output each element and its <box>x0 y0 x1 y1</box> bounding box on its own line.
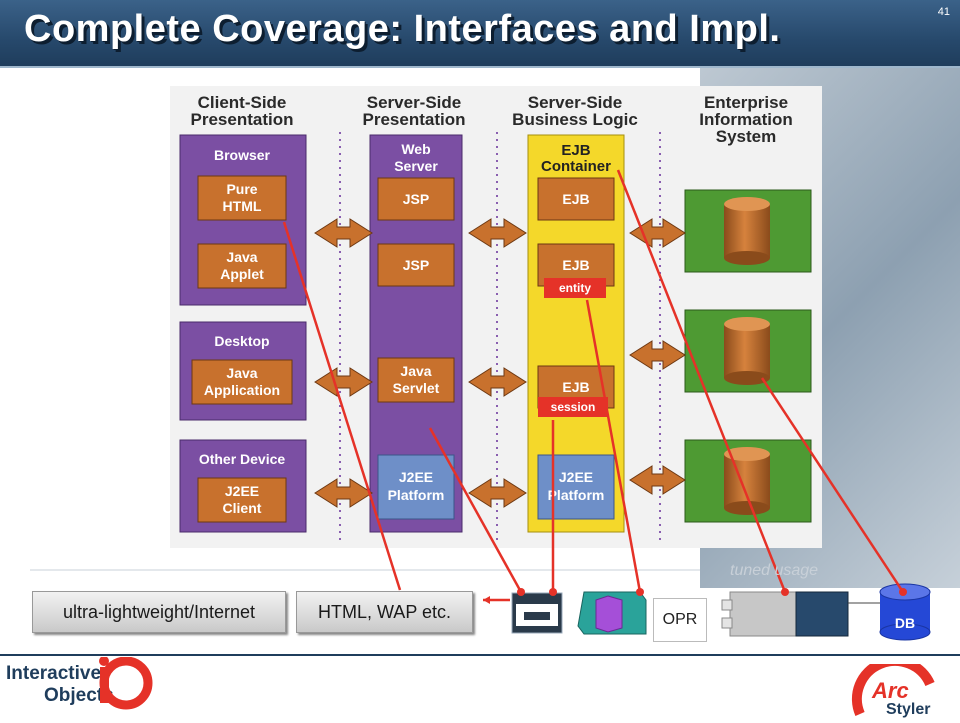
j2ee-client-box <box>197 477 287 523</box>
svg-text:Arc: Arc <box>871 678 909 703</box>
interactive-objects-logo: Interactive Objects <box>6 657 153 710</box>
arrow-head-left <box>483 596 490 604</box>
col-header-business-1: Server-Side <box>528 93 623 112</box>
col-header-server-1: Server-Side <box>367 93 462 112</box>
svg-text:Servlet: Servlet <box>393 380 440 396</box>
svg-text:J2EE: J2EE <box>225 483 259 499</box>
slide-number: 41 <box>937 6 950 18</box>
tuned-usage-label: tuned usage <box>730 562 819 579</box>
svg-text:EJB: EJB <box>562 379 589 395</box>
svg-text:Web: Web <box>401 141 430 157</box>
desktop-label: Desktop <box>214 333 269 349</box>
svg-text:EJB: EJB <box>561 142 590 159</box>
business-component-icon <box>577 591 647 635</box>
svg-text:Applet: Applet <box>220 266 264 282</box>
ultra-lightweight-internet-button[interactable]: ultra-lightweight/Internet <box>32 591 286 633</box>
col-header-eis-3: System <box>716 127 776 146</box>
title-bar <box>0 0 960 66</box>
svg-text:Platform: Platform <box>388 487 445 503</box>
slide-title: Complete Coverage: Interfaces and Impl. <box>24 8 781 50</box>
db-label: DB <box>895 615 915 631</box>
svg-text:JSP: JSP <box>403 257 429 273</box>
pure-html-box <box>197 175 287 221</box>
svg-text:Client: Client <box>223 500 262 516</box>
svg-text:Application: Application <box>204 382 280 398</box>
other-device-label: Other Device <box>199 451 286 467</box>
java-applet-box <box>197 243 287 289</box>
title-divider <box>0 66 960 68</box>
jsp-box-1 <box>377 177 455 221</box>
jsp-box-2 <box>377 243 455 287</box>
connector-arrows <box>314 218 686 508</box>
svg-text:J2EE: J2EE <box>559 469 593 485</box>
ui-component-icon <box>511 592 563 634</box>
col-header-eis-1: Enterprise <box>704 93 788 112</box>
svg-text:Java: Java <box>226 249 257 265</box>
eis-box-2 <box>684 309 812 393</box>
j2ee-platform-ejb-box <box>537 454 615 520</box>
svg-text:Java: Java <box>400 363 431 379</box>
j2ee-platform-server-box <box>377 454 455 520</box>
persistence-component-icon <box>721 591 880 637</box>
db-icon: DB <box>879 583 931 641</box>
mapping-dots <box>517 588 907 596</box>
java-application-box <box>191 359 293 405</box>
logo-left-line2: Objects <box>44 685 114 706</box>
footer-divider <box>0 654 960 656</box>
svg-text:HTML: HTML <box>223 198 262 214</box>
col-header-server-2: Presentation <box>363 110 466 129</box>
svg-text:Server: Server <box>394 158 438 174</box>
browser-label: Browser <box>214 147 271 163</box>
col-header-business-2: Business Logic <box>512 110 638 129</box>
ejb-box-1 <box>537 177 615 221</box>
mapping-lines <box>282 169 905 602</box>
svg-text:Java: Java <box>226 365 257 381</box>
opr-label: OPR <box>653 598 707 642</box>
java-servlet-box <box>377 357 455 403</box>
svg-text:Styler: Styler <box>886 701 930 718</box>
svg-text:EJB: EJB <box>562 191 589 207</box>
html-wap-button[interactable]: HTML, WAP etc. <box>296 591 473 633</box>
logo-left-line1: Interactive <box>6 663 102 684</box>
io-logo-icon <box>99 657 153 710</box>
svg-text:EJB: EJB <box>562 257 589 273</box>
svg-text:JSP: JSP <box>403 191 429 207</box>
entity-tag: entity <box>544 278 606 298</box>
session-tag: session <box>538 397 608 417</box>
svg-text:J2EE: J2EE <box>399 469 433 485</box>
arcstyler-logo: Arc Styler <box>850 655 950 723</box>
col-header-client-1: Client-Side <box>198 93 287 112</box>
arcstyler-logo-icon: Arc Styler <box>851 655 935 718</box>
col-header-client-2: Presentation <box>191 110 294 129</box>
eis-box-1 <box>684 189 812 273</box>
col-header-eis-2: Information <box>699 110 793 129</box>
eis-box-3 <box>684 439 812 523</box>
svg-text:Container: Container <box>541 158 611 175</box>
svg-text:Pure: Pure <box>226 181 257 197</box>
svg-text:Platform: Platform <box>548 487 605 503</box>
